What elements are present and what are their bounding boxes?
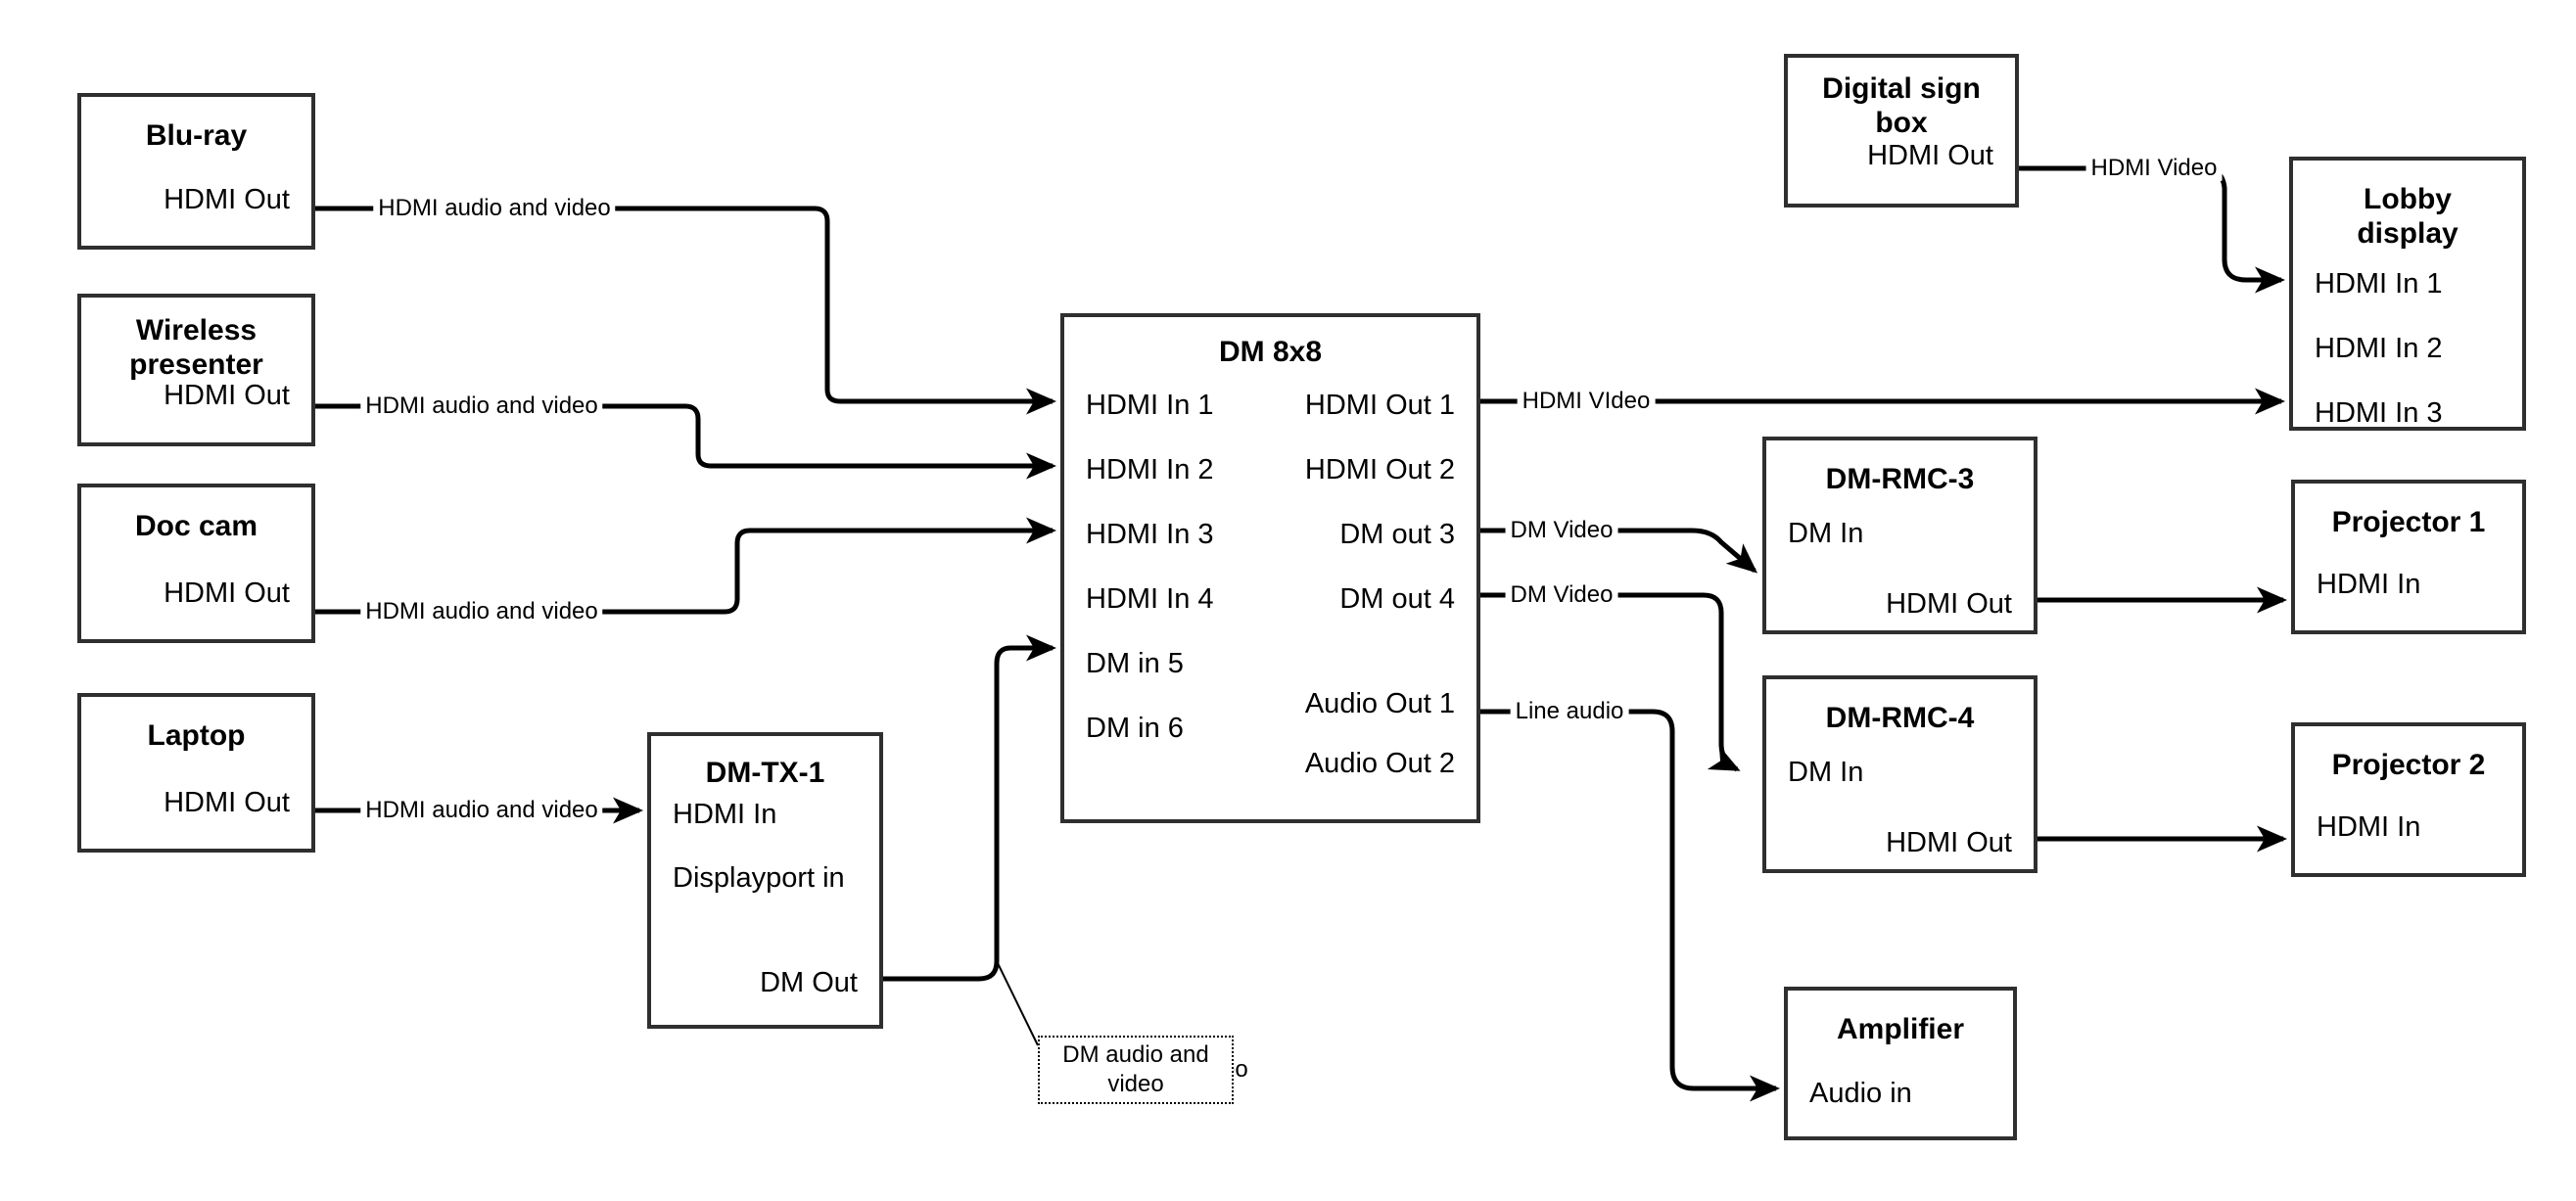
leader-dm-audio-video-note — [996, 960, 1039, 1046]
port-digital-sign-box-0[interactable]: HDMI Out — [1867, 140, 1993, 171]
wire-bluray-to-dm — [315, 206, 1056, 415]
port-lobby-display-0[interactable]: HDMI In 1 — [2315, 268, 2443, 300]
port-amplifier-0[interactable]: Audio in — [1809, 1078, 1912, 1109]
port-dm-rmc-4-1[interactable]: HDMI Out — [1886, 827, 2012, 858]
node-title-dm-8x8: DM 8x8 — [1218, 336, 1323, 368]
node-projector-2[interactable]: Projector 2 HDMI In — [2291, 722, 2526, 877]
wire-label-doccam-to-dm: HDMI audio and video — [360, 598, 603, 625]
wire-label-dm-audioout1-to-amp: Line audio — [1510, 698, 1629, 725]
port-dm-tx-1-0[interactable]: HDMI In — [673, 799, 777, 830]
node-title-amplifier: Amplifier — [1836, 1013, 1965, 1045]
annotation-dm-audio-video-note: DM audio and video — [1038, 1036, 1234, 1104]
port-lobby-display-2[interactable]: HDMI In 3 — [2315, 397, 2443, 429]
port-dm-8x8-7[interactable]: HDMI Out 2 — [1304, 454, 1455, 485]
node-title-laptop: Laptop — [147, 719, 246, 752]
wire-label-laptop-to-tx: HDMI audio and video — [360, 797, 603, 824]
port-wireless-presenter-0[interactable]: HDMI Out — [164, 380, 290, 411]
node-title-bluray: Blu-ray — [145, 119, 248, 152]
port-projector-2-0[interactable]: HDMI In — [2317, 811, 2421, 843]
port-dm-rmc-4-0[interactable]: DM In — [1788, 757, 1864, 788]
node-dm-rmc-3[interactable]: DM-RMC-3 DM In HDMI Out — [1762, 437, 2037, 634]
node-title-doc-cam: Doc cam — [134, 510, 258, 542]
port-projector-1-0[interactable]: HDMI In — [2317, 569, 2421, 600]
wire-dm-audioout1-to-amp — [1480, 709, 1780, 1102]
node-title-projector-2: Projector 2 — [2331, 749, 2486, 781]
wire-label-dm-dmout4-to-rmc4: DM Video — [1505, 581, 1618, 609]
port-dm-8x8-1[interactable]: HDMI In 2 — [1086, 454, 1214, 485]
port-dm-8x8-0[interactable]: HDMI In 1 — [1086, 390, 1214, 421]
wire-signbox-to-lobby — [2019, 165, 2285, 294]
port-dm-tx-1-2[interactable]: DM Out — [760, 967, 858, 998]
wire-label-bluray-to-dm: HDMI audio and video — [373, 195, 616, 222]
port-laptop-0[interactable]: HDMI Out — [164, 787, 290, 818]
wire-label-dm-dmout3-to-rmc3: DM Video — [1505, 517, 1618, 544]
node-title-dm-rmc-3: DM-RMC-3 — [1825, 463, 1975, 495]
port-dm-8x8-5[interactable]: DM in 6 — [1086, 713, 1184, 744]
wire-label-signbox-to-lobby: HDMI Video — [2085, 155, 2223, 182]
node-projector-1[interactable]: Projector 1 HDMI In — [2291, 480, 2526, 634]
wire-dm-dmout4-to-rmc4 — [1480, 592, 1741, 772]
node-title-projector-1: Projector 1 — [2331, 506, 2486, 538]
port-bluray-0[interactable]: HDMI Out — [164, 184, 290, 215]
wire-tx-to-dm — [883, 634, 1056, 982]
port-dm-8x8-8[interactable]: DM out 3 — [1339, 519, 1455, 550]
node-title-dm-rmc-4: DM-RMC-4 — [1825, 702, 1975, 734]
node-title-dm-tx-1: DM-TX-1 — [705, 757, 825, 789]
wire-label-wireless-to-dm: HDMI audio and video — [360, 393, 603, 420]
port-doc-cam-0[interactable]: HDMI Out — [164, 577, 290, 609]
port-dm-8x8-3[interactable]: HDMI In 4 — [1086, 583, 1214, 615]
port-dm-8x8-6[interactable]: HDMI Out 1 — [1304, 390, 1455, 421]
node-dm-rmc-4[interactable]: DM-RMC-4 DM In HDMI Out — [1762, 675, 2037, 873]
port-dm-8x8-11[interactable]: Audio Out 2 — [1304, 748, 1455, 779]
port-dm-8x8-4[interactable]: DM in 5 — [1086, 648, 1184, 679]
port-dm-8x8-2[interactable]: HDMI In 3 — [1086, 519, 1214, 550]
port-dm-tx-1-1[interactable]: Displayport in — [673, 862, 845, 894]
port-dm-rmc-3-0[interactable]: DM In — [1788, 518, 1864, 549]
port-dm-rmc-3-1[interactable]: HDMI Out — [1886, 588, 2012, 620]
port-lobby-display-1[interactable]: HDMI In 2 — [2315, 333, 2443, 364]
port-dm-8x8-9[interactable]: DM out 4 — [1339, 583, 1455, 615]
port-dm-8x8-10[interactable]: Audio Out 1 — [1304, 688, 1455, 719]
wire-label-dm-hdmiout1-to-lobby: HDMI VIdeo — [1517, 388, 1656, 415]
